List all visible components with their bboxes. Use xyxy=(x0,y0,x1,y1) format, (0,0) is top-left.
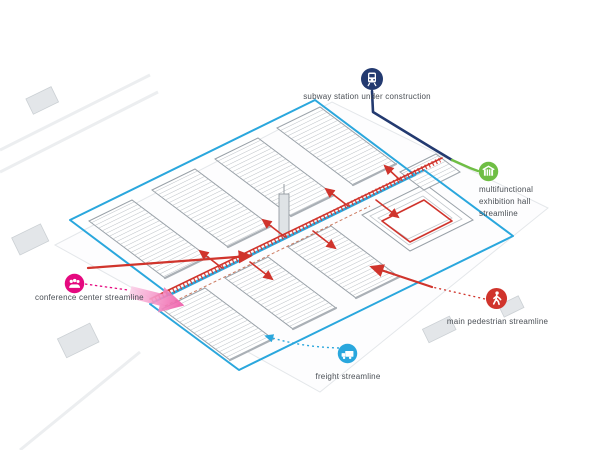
people-icon xyxy=(64,273,85,294)
walking-person-icon xyxy=(485,287,508,310)
subway-connection-line xyxy=(370,89,480,173)
multifunctional-exhibition-hall xyxy=(361,183,474,252)
pedestrian-streamline xyxy=(86,157,453,307)
freight-label: freight streamline xyxy=(315,372,381,381)
leader-lines xyxy=(84,264,486,349)
conference-center-arrow xyxy=(128,286,185,313)
truck-icon xyxy=(337,343,358,364)
conference-label: conference center streamline xyxy=(35,293,144,302)
subway-label: subway station under construction xyxy=(303,92,431,101)
exhibition-label: multifunctional exhibition hall streamli… xyxy=(479,185,534,218)
hall-icon xyxy=(478,161,499,182)
exhibition-halls-bottom-row xyxy=(161,225,401,362)
exhibition-halls-top-row xyxy=(88,106,398,280)
train-icon xyxy=(360,67,384,91)
context-buildings xyxy=(11,86,525,359)
pedestrian-label: main pedestrian streamline xyxy=(446,317,549,326)
freight-streamline-loops xyxy=(69,99,514,371)
platform-area xyxy=(399,153,461,191)
